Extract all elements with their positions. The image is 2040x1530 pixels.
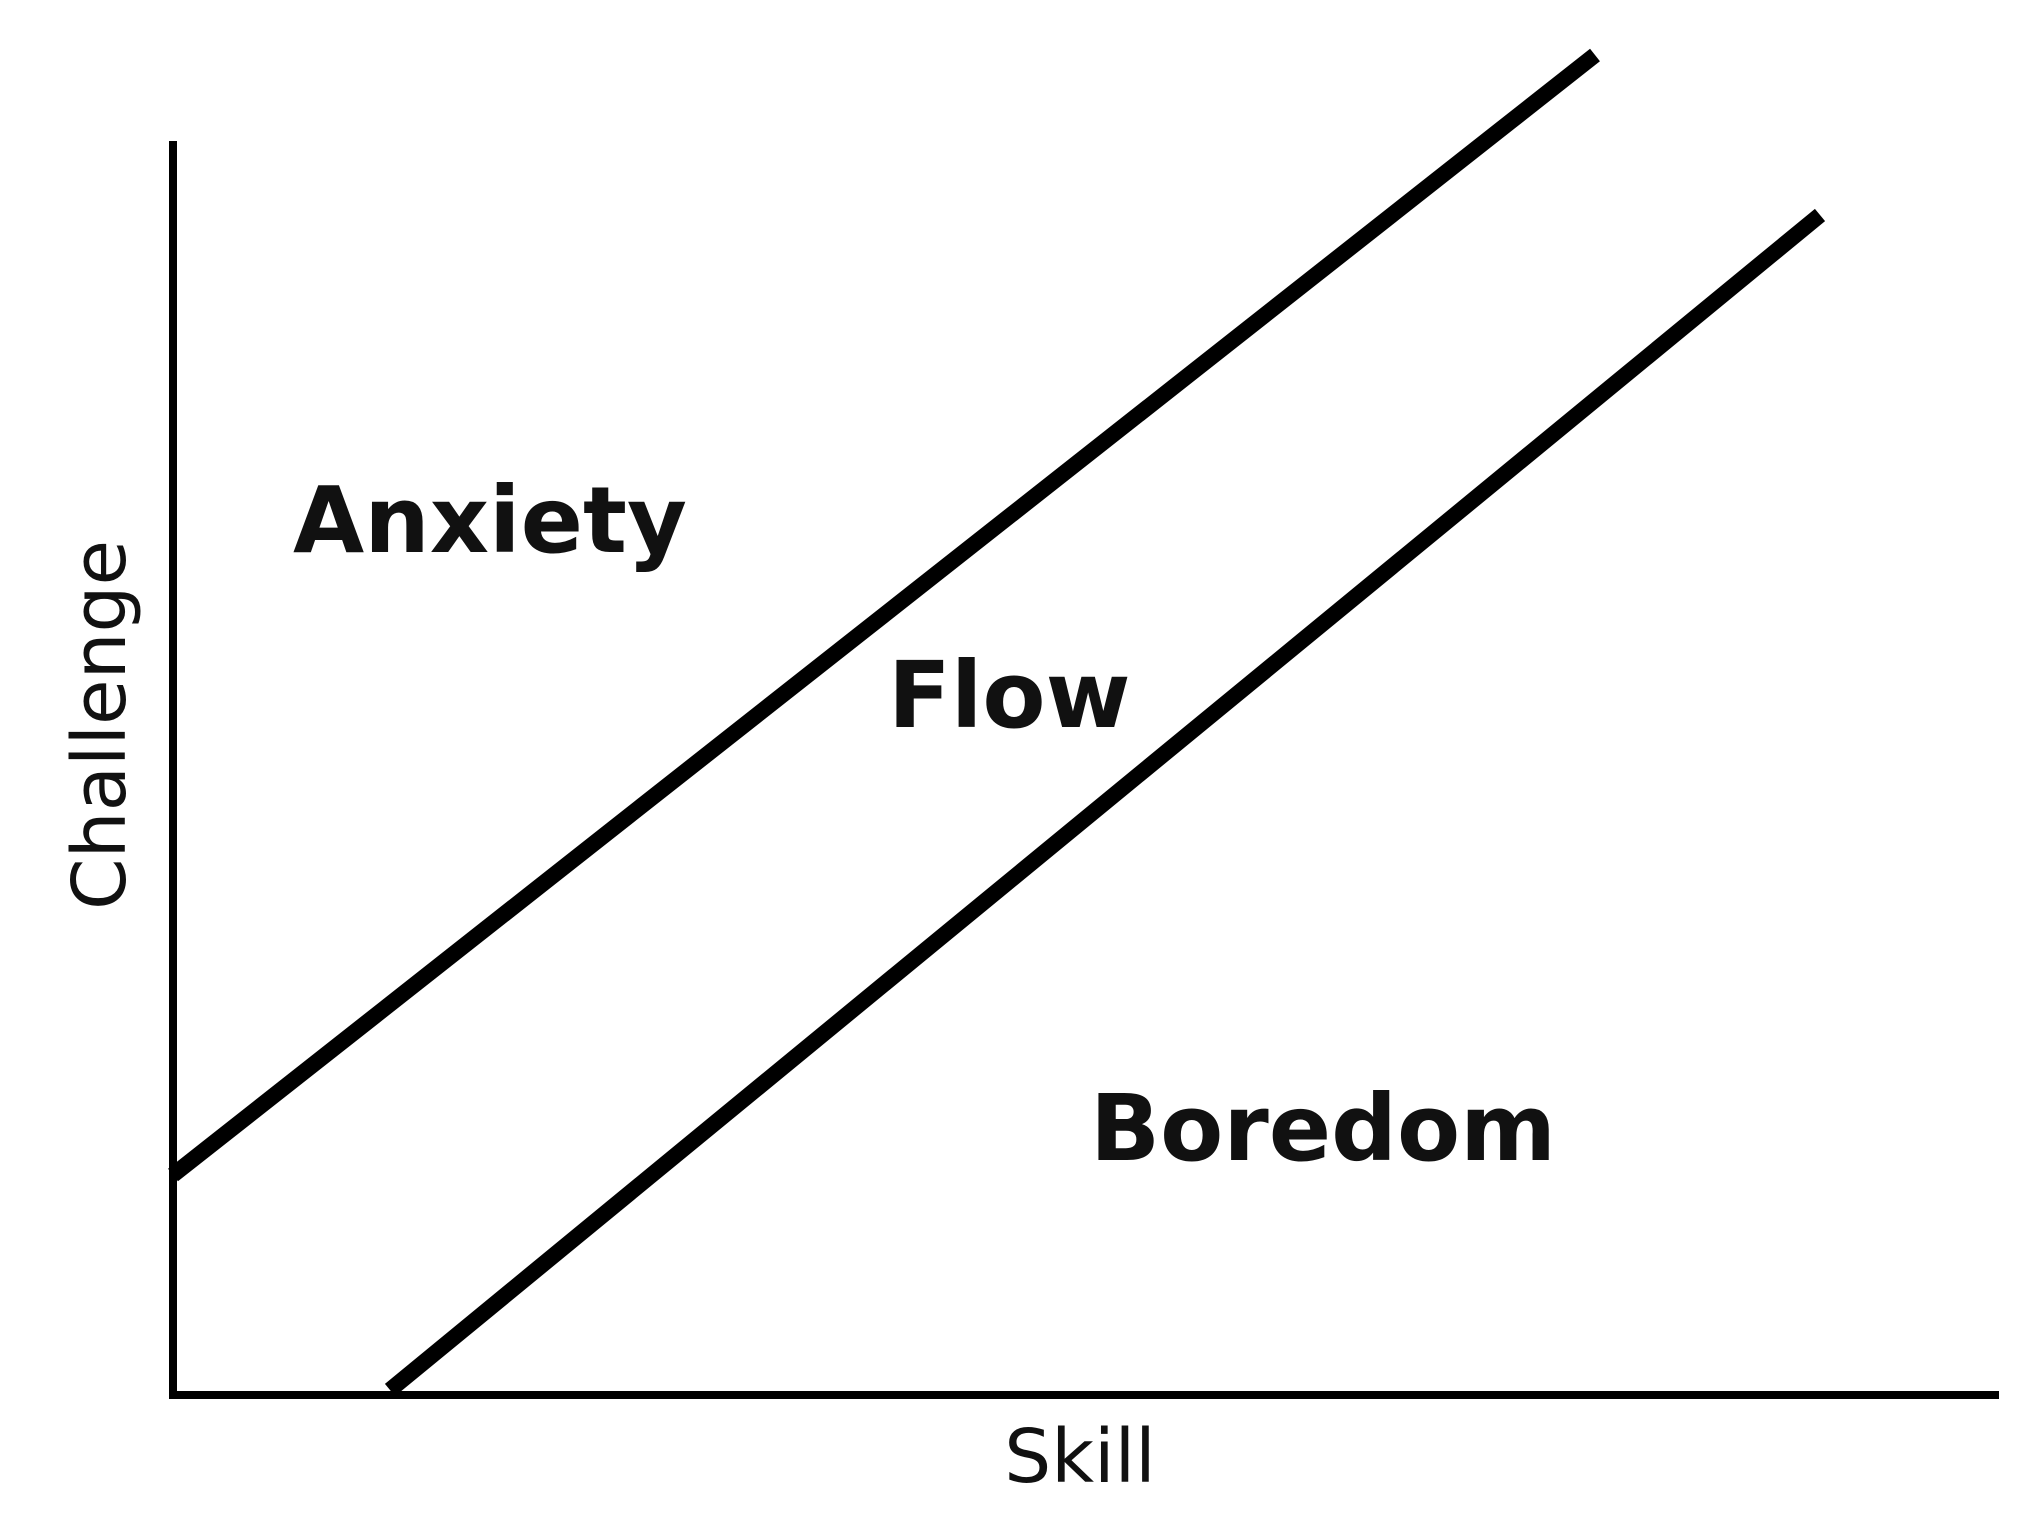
lower-flow-boundary — [384, 208, 1826, 1397]
upper-flow-boundary — [168, 48, 1600, 1182]
region-label-boredom: Boredom — [1090, 1075, 1556, 1182]
y-axis-label: Challenge — [57, 540, 143, 910]
region-label-flow: Flow — [888, 642, 1131, 749]
region-label-anxiety: Anxiety — [293, 467, 687, 574]
x-axis-label: Skill — [1004, 1414, 1156, 1500]
